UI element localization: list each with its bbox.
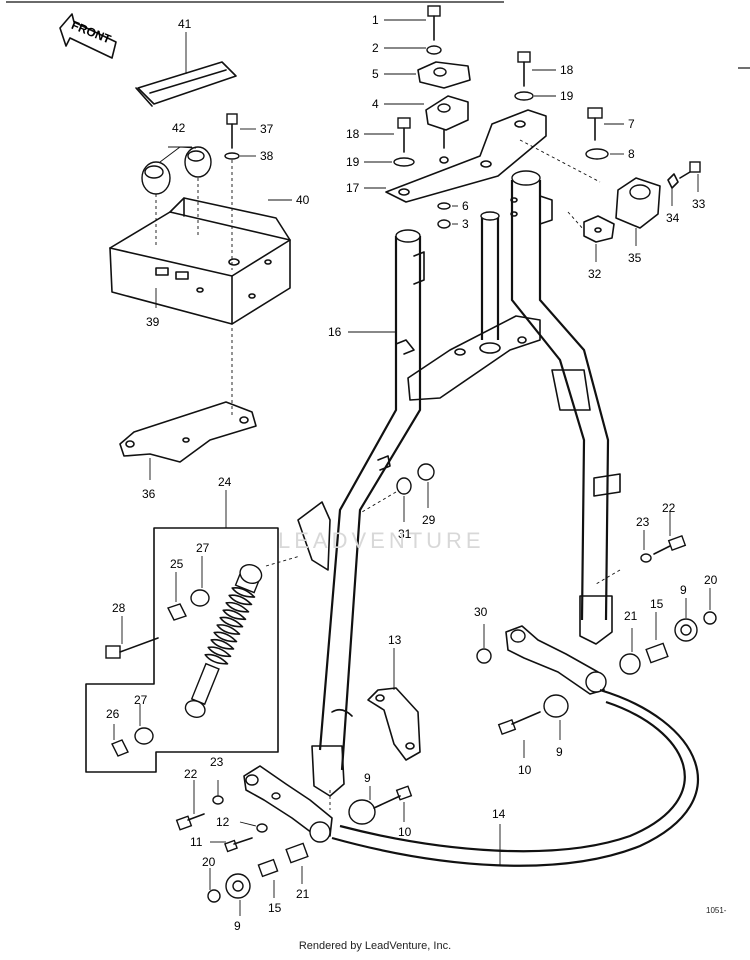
callout-29: 29 xyxy=(422,513,436,527)
callout-27-lower: 27 xyxy=(134,693,148,707)
left-axle-group xyxy=(175,765,333,916)
callout-21-right: 21 xyxy=(624,609,638,623)
callout-22-left: 22 xyxy=(184,767,198,781)
callout-12: 12 xyxy=(216,815,230,829)
mid-hardware xyxy=(348,694,569,825)
center-nuts xyxy=(437,202,458,229)
tray-plate xyxy=(119,328,257,480)
rubber-grommets xyxy=(141,146,212,195)
callout-21-left: 21 xyxy=(296,887,310,901)
callout-20-left: 20 xyxy=(202,855,216,869)
callout-9-bottom: 9 xyxy=(234,919,241,933)
callout-40: 40 xyxy=(296,193,310,207)
callout-39: 39 xyxy=(146,315,160,329)
callout-20-right: 20 xyxy=(704,573,718,587)
callout-25: 25 xyxy=(170,557,184,571)
callout-9-left: 9 xyxy=(364,771,371,785)
callout-19-left: 19 xyxy=(346,155,360,169)
callout-36: 36 xyxy=(142,487,156,501)
battery-tray xyxy=(109,178,292,325)
shock-absorber-group xyxy=(85,490,301,773)
footer-credit: Rendered by LeadVenture, Inc. xyxy=(298,940,452,952)
left-plate-bolts xyxy=(364,117,415,167)
callout-24: 24 xyxy=(218,475,232,489)
top-clamp-assembly xyxy=(384,5,471,149)
front-label: FRONT xyxy=(69,18,113,47)
callout-11: 11 xyxy=(190,835,203,849)
callout-3: 3 xyxy=(462,217,469,231)
callout-33: 33 xyxy=(692,197,706,211)
right-axle-group xyxy=(476,512,717,695)
upper-right-bolts xyxy=(514,51,624,160)
strap-part xyxy=(135,32,237,107)
callout-15-right: 15 xyxy=(650,597,664,611)
front-arrow-icon: FRONT xyxy=(59,13,117,59)
callout-10-left: 10 xyxy=(398,825,412,839)
watermark: LEADVENTURE xyxy=(278,528,485,553)
callout-7: 7 xyxy=(628,117,635,131)
callout-41: 41 xyxy=(178,17,192,31)
callout-9-mid: 9 xyxy=(556,745,563,759)
callout-37: 37 xyxy=(260,122,274,136)
right-clamp xyxy=(567,161,701,262)
callout-31: 31 xyxy=(398,527,412,541)
callout-32: 32 xyxy=(588,267,602,281)
callout-19-right: 19 xyxy=(560,89,574,103)
callout-5: 5 xyxy=(372,67,379,81)
callout-15-left: 15 xyxy=(268,901,282,915)
rear-bracket xyxy=(331,648,421,761)
callout-16: 16 xyxy=(328,325,342,339)
callout-numbers: 1 2 5 4 18 19 7 8 18 19 17 6 3 33 34 35 … xyxy=(106,13,718,933)
swing-arm xyxy=(331,688,699,867)
diagram-code: 1051- xyxy=(706,906,727,915)
callout-38: 38 xyxy=(260,149,274,163)
callout-23-left: 23 xyxy=(210,755,224,769)
tray-bolt xyxy=(224,113,256,270)
callout-23-right: 23 xyxy=(636,515,650,529)
callout-30: 30 xyxy=(474,605,488,619)
callout-13: 13 xyxy=(388,633,402,647)
callout-22-right: 22 xyxy=(662,501,676,515)
callout-4: 4 xyxy=(372,97,379,111)
callout-1: 1 xyxy=(372,13,379,27)
callout-18-left: 18 xyxy=(346,127,360,141)
callout-10-mid: 10 xyxy=(518,763,532,777)
frame-hardware xyxy=(361,463,435,522)
callout-27-upper: 27 xyxy=(196,541,210,555)
callout-18-right: 18 xyxy=(560,63,574,77)
callout-8: 8 xyxy=(628,147,635,161)
callout-35: 35 xyxy=(628,251,642,265)
callout-2: 2 xyxy=(372,41,379,55)
callout-14: 14 xyxy=(492,807,506,821)
callout-42: 42 xyxy=(172,121,186,135)
callout-6: 6 xyxy=(462,199,469,213)
callout-17: 17 xyxy=(346,181,360,195)
main-frame xyxy=(297,170,621,797)
callout-26: 26 xyxy=(106,707,120,721)
callout-34: 34 xyxy=(666,211,680,225)
callout-28: 28 xyxy=(112,601,126,615)
callout-9-right: 9 xyxy=(680,583,687,597)
top-plate xyxy=(364,109,601,203)
